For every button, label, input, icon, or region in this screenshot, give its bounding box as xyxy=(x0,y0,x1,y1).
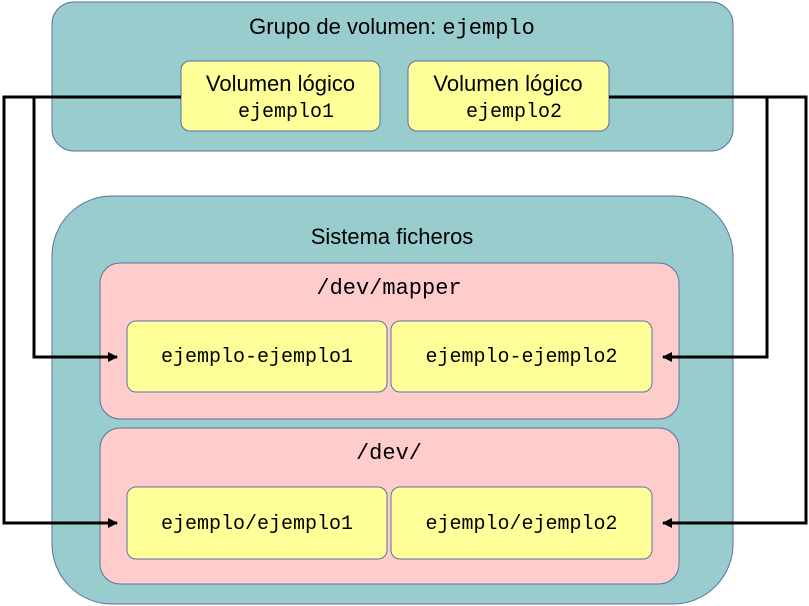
connector-lv2-to-dev xyxy=(609,95,808,528)
dev-entry-2-label: ejemplo/ejemplo2 xyxy=(425,513,617,536)
dev-mapper-path: /dev/mapper xyxy=(316,276,461,301)
logical-volume-1: Volumen lógico ejemplo1 xyxy=(180,60,381,132)
mapper-entry-2: ejemplo-ejemplo2 xyxy=(390,320,653,393)
dev-entry-1: ejemplo/ejemplo1 xyxy=(126,486,388,560)
filesystem-box: Sistema ficheros /dev/mapper ejemplo-eje… xyxy=(51,195,734,605)
mapper-entry-1-label: ejemplo-ejemplo1 xyxy=(161,346,353,369)
connector-lv1-to-dev xyxy=(2,95,181,528)
mapper-entry-1: ejemplo-ejemplo1 xyxy=(126,320,388,393)
dev-entry-1-label: ejemplo/ejemplo1 xyxy=(161,513,353,536)
volume-group-label: Grupo de volumen: xyxy=(249,14,442,39)
filesystem-title: Sistema ficheros xyxy=(311,224,474,249)
volume-group-box: Grupo de volumen: ejemplo Volumen lógico… xyxy=(51,1,734,152)
dev-box: /dev/ ejemplo/ejemplo1 ejemplo/ejemplo2 xyxy=(99,427,680,585)
logical-volume-1-title: Volumen lógico xyxy=(206,71,355,96)
dev-entry-2: ejemplo/ejemplo2 xyxy=(390,486,653,560)
logical-volume-1-name: ejemplo1 xyxy=(238,101,334,124)
dev-mapper-box: /dev/mapper ejemplo-ejemplo1 ejemplo-eje… xyxy=(99,262,680,420)
svg-text:Grupo de volumen: ejemplo: Grupo de volumen: ejemplo xyxy=(249,14,535,41)
dev-path: /dev/ xyxy=(356,441,422,466)
logical-volume-2-title: Volumen lógico xyxy=(433,71,582,96)
volume-group-name: ejemplo xyxy=(442,16,534,41)
logical-volume-2-name: ejemplo2 xyxy=(466,101,562,124)
mapper-entry-2-label: ejemplo-ejemplo2 xyxy=(425,346,617,369)
logical-volume-2: Volumen lógico ejemplo2 xyxy=(407,60,610,132)
connectors xyxy=(2,95,808,528)
